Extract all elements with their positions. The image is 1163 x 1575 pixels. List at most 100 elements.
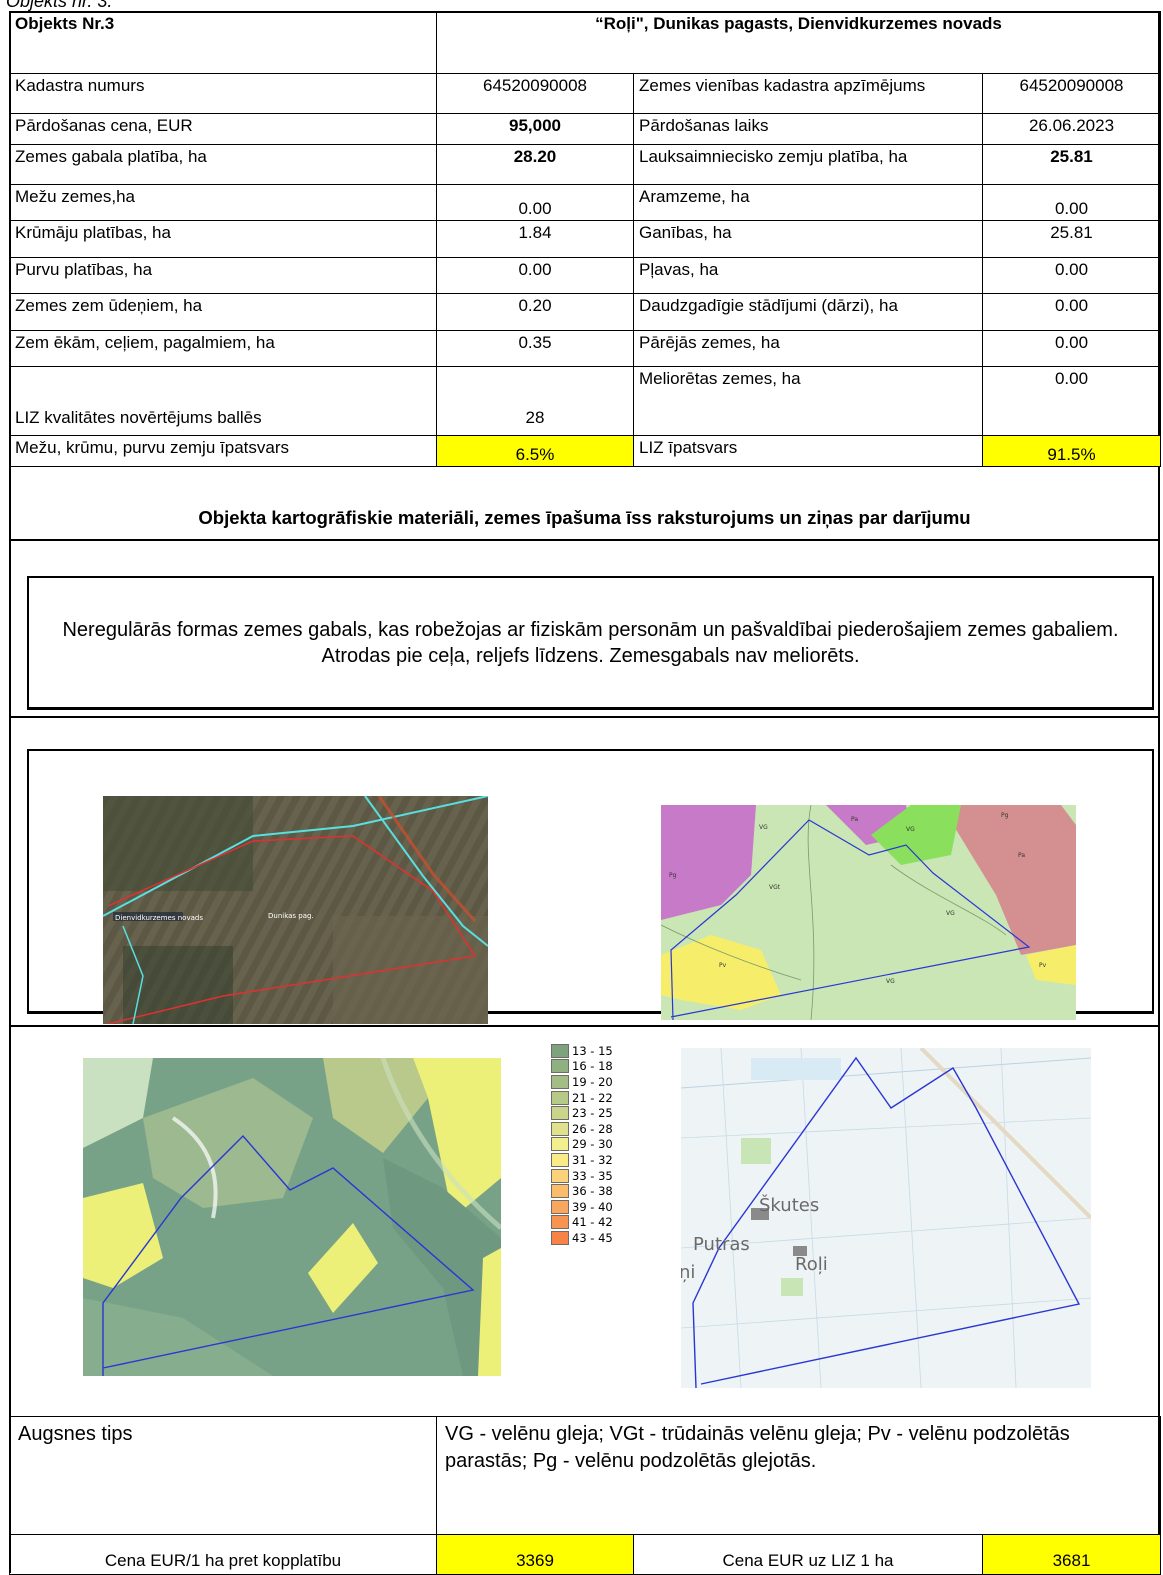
- legend-range: 36 - 38: [572, 1184, 613, 1199]
- row-label: Mežu zemes,ha: [9, 184, 437, 221]
- legend-item: 21 - 22: [551, 1090, 621, 1106]
- legend-range: 21 - 22: [572, 1090, 613, 1105]
- row-label: Pļavas, ha: [633, 257, 983, 294]
- price-per-ha-label: Cena EUR/1 ha pret kopplatību: [9, 1534, 437, 1575]
- table-row: Mežu, krūmu, purvu zemju īpatsvars 6.5% …: [9, 435, 1161, 467]
- legend-range: 31 - 32: [572, 1152, 613, 1167]
- property-table: Objekts Nr.3 “Roļi", Dunikas pagasts, Di…: [9, 11, 1161, 467]
- legend-item: 31 - 32: [551, 1152, 621, 1168]
- document-label: Objekts nr. 3.: [6, 0, 113, 11]
- legend-swatch: [551, 1199, 569, 1214]
- row-value: 0.00: [436, 184, 634, 221]
- forest-share-value: 6.5%: [436, 435, 634, 467]
- row-label: Pārējās zemes, ha: [633, 330, 983, 367]
- soil-label: VG: [886, 978, 895, 985]
- legend-swatch: [551, 1074, 569, 1089]
- legend-item: 39 - 40: [551, 1199, 621, 1215]
- row-value: 28.20: [436, 144, 634, 185]
- soil-label: Pa: [851, 816, 858, 823]
- soil-label: Pa: [1018, 852, 1025, 859]
- row-value: 25.81: [982, 144, 1161, 185]
- legend-range: 43 - 45: [572, 1230, 613, 1245]
- legend-swatch: [551, 1059, 569, 1074]
- row-value: 0.00: [982, 184, 1161, 221]
- aerial-map-image: Dienvidkurzemes novads Dunikas pag.: [103, 796, 488, 1024]
- legend-swatch: [551, 1230, 569, 1245]
- quality-legend: 13 - 15 16 - 18 19 - 20 21 - 22 23 - 25 …: [551, 1043, 621, 1246]
- table-row: Purvu platības, ha 0.00 Pļavas, ha 0.00: [9, 257, 1161, 294]
- soil-label: Pv: [1039, 962, 1047, 969]
- legend-range: 19 - 20: [572, 1074, 613, 1089]
- row-value: 0.20: [436, 293, 634, 331]
- legend-item: 19 - 20: [551, 1074, 621, 1090]
- legend-item: 41 - 42: [551, 1215, 621, 1231]
- legend-swatch: [551, 1090, 569, 1105]
- row-label: Zemes gabala platība, ha: [9, 144, 437, 185]
- sale-price-value: 95,000: [436, 113, 634, 145]
- row-label: Pārdošanas laiks: [633, 113, 983, 145]
- summary-table: Augsnes tips VG - velēnu gleja; VGt - tr…: [9, 1416, 1162, 1575]
- table-row: Zemes gabala platība, ha 28.20 Lauksaimn…: [9, 144, 1161, 185]
- table-row: LIZ kvalitātes novērtējums ballēs 28 Mel…: [9, 366, 1161, 436]
- soil-label: Pg: [669, 872, 677, 879]
- table-row: Krūmāju platības, ha 1.84 Ganības, ha 25…: [9, 220, 1161, 258]
- row-label: Daudzgadīgie stādījumi (dārzi), ha: [633, 293, 983, 331]
- legend-swatch: [551, 1121, 569, 1136]
- legend-item: 43 - 45: [551, 1230, 621, 1246]
- liz-share-value: 91.5%: [982, 435, 1161, 467]
- topo-label: Škutes: [759, 1194, 819, 1216]
- sale-date-value: 26.06.2023: [982, 113, 1161, 145]
- row-label: Pārdošanas cena, EUR: [9, 113, 437, 145]
- soil-label: VG: [759, 824, 768, 831]
- legend-range: 29 - 30: [572, 1137, 613, 1152]
- maps-box: [27, 749, 1154, 1014]
- soil-label: Pg: [1001, 812, 1009, 819]
- legend-range: 39 - 40: [572, 1199, 613, 1214]
- legend-swatch: [551, 1043, 569, 1058]
- description-box: Neregulārās formas zemes gabals, kas rob…: [27, 576, 1154, 710]
- row-value: 0.35: [436, 330, 634, 367]
- header-row: Objekts Nr.3 “Roļi", Dunikas pagasts, Di…: [9, 11, 1161, 74]
- legend-range: 26 - 28: [572, 1121, 613, 1136]
- row-label: Purvu platības, ha: [9, 257, 437, 294]
- legend-item: 36 - 38: [551, 1183, 621, 1199]
- legend-item: 23 - 25: [551, 1105, 621, 1121]
- row-value: 25.81: [982, 220, 1161, 258]
- section-title: Objekta kartogrāfiskie materiāli, zemes …: [198, 507, 971, 528]
- soil-label: Pv: [719, 962, 727, 969]
- object-number: Objekts Nr.3: [9, 11, 437, 74]
- table-row: Kadastra numurs 64520090008 Zemes vienīb…: [9, 73, 1161, 114]
- legend-item: 33 - 35: [551, 1168, 621, 1184]
- row-label: Lauksaimniecisko zemju platība, ha: [633, 144, 983, 185]
- row-label: Zemes vienības kadastra apzīmējums: [633, 73, 983, 114]
- row-value: 0.00: [982, 366, 1161, 436]
- price-per-ha-value: 3369: [436, 1534, 634, 1575]
- row-label: Aramzeme, ha: [633, 184, 983, 221]
- topo-label: Putras: [693, 1234, 750, 1255]
- soil-type-label: Augsnes tips: [9, 1416, 437, 1535]
- soil-label: VG: [946, 910, 955, 917]
- legend-range: 16 - 18: [572, 1059, 613, 1074]
- description-text: Neregulārās formas zemes gabals, kas rob…: [62, 618, 1119, 667]
- soil-label: VGt: [769, 884, 781, 891]
- legend-swatch: [551, 1215, 569, 1230]
- table-row: Zemes zem ūdeņiem, ha 0.20 Daudzgadīgie …: [9, 293, 1161, 331]
- object-address: “Roļi", Dunikas pagasts, Dienvidkurzemes…: [436, 11, 1161, 74]
- price-per-liz-value: 3681: [981, 1534, 1162, 1575]
- row-label: Kadastra numurs: [9, 73, 437, 114]
- row-label: Mežu, krūmu, purvu zemju īpatsvars: [9, 435, 437, 467]
- topo-label: Roļi: [795, 1254, 828, 1275]
- soil-label: VG: [906, 826, 915, 833]
- row-label: Zemes zem ūdeņiem, ha: [9, 293, 437, 331]
- soil-type-row: Augsnes tips VG - velēnu gleja; VGt - tr…: [9, 1416, 1162, 1535]
- aerial-label-b: Dunikas pag.: [268, 912, 314, 920]
- row-value: 0.00: [436, 257, 634, 294]
- row-value: 0.00: [982, 257, 1161, 294]
- price-row: Cena EUR/1 ha pret kopplatību 3369 Cena …: [9, 1534, 1162, 1575]
- divider: [11, 1025, 1158, 1027]
- divider: [11, 716, 1158, 718]
- table-row: Zem ēkām, ceļiem, pagalmiem, ha 0.35 Pār…: [9, 330, 1161, 367]
- legend-range: 33 - 35: [572, 1168, 613, 1183]
- row-label: LIZ īpatsvars: [633, 435, 983, 467]
- row-label: Zem ēkām, ceļiem, pagalmiem, ha: [9, 330, 437, 367]
